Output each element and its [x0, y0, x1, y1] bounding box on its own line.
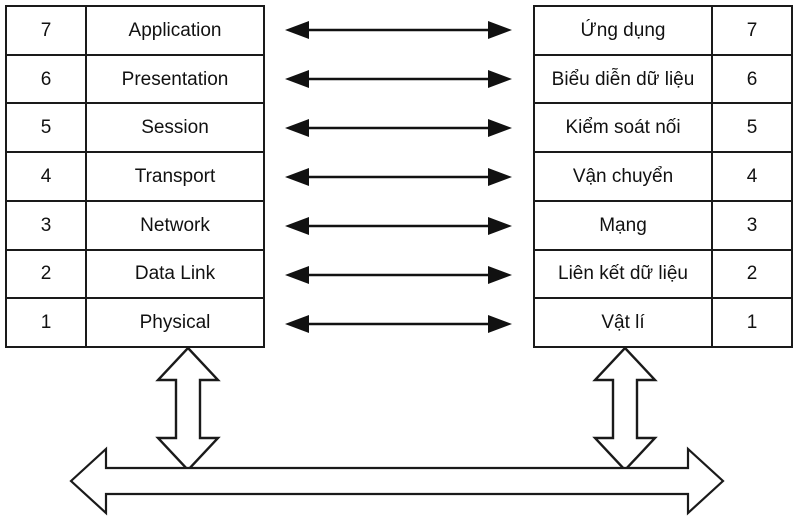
peer-arrow-layer-1 — [285, 313, 512, 335]
peer-arrow-layer-4 — [285, 166, 512, 188]
osi-layer-vi-label: Ứng dụng — [580, 19, 666, 41]
osi-layer-vi-number: 7 — [711, 7, 791, 54]
peer-arrow-layer-7 — [285, 19, 512, 41]
table-row: 3 Network — [7, 201, 263, 251]
peer-arrow-layer-3 — [285, 215, 512, 237]
osi-layer-vi-number: 6 — [711, 55, 791, 103]
osi-layer-en-number: 3 — [7, 201, 87, 249]
horizontal-double-arrow-medium-icon — [68, 446, 726, 516]
osi-layer-en-label: Data Link — [134, 263, 216, 285]
table-row: 4 Transport — [7, 153, 263, 202]
peer-arrow-layer-5 — [285, 117, 512, 139]
osi-layer-vi-number: 2 — [711, 250, 791, 298]
peer-arrow-layer-2 — [285, 264, 512, 286]
table-row: 5 Session — [7, 104, 263, 154]
osi-layer-vi-number: 3 — [711, 201, 791, 249]
table-row: 4 Vận chuyển — [535, 153, 791, 202]
osi-layer-en-label: Network — [140, 214, 210, 236]
table-row: 7 Application — [7, 7, 263, 56]
table-row: 7 Ứng dụng — [535, 7, 791, 56]
table-row: 3 Mạng — [535, 201, 791, 251]
osi-layer-vi-label: Biểu diễn dữ liệu — [551, 68, 695, 90]
osi-layer-en-label: Application — [128, 19, 222, 41]
osi-table-vietnamese: 7 Ứng dụng 6 Biểu diễn dữ liệu 5 Kiểm soát nố… — [533, 5, 793, 348]
osi-layer-vi-number: 4 — [711, 153, 791, 200]
osi-layer-vi-number: 5 — [711, 104, 791, 152]
table-row: 1 Vật lí — [535, 299, 791, 347]
osi-layer-en-number: 4 — [7, 153, 87, 200]
osi-layer-en-number: 7 — [7, 7, 87, 54]
osi-layer-en-label: Transport — [134, 166, 216, 188]
osi-layer-vi-number: 1 — [711, 299, 791, 347]
peer-arrow-layer-6 — [285, 68, 512, 90]
osi-layer-en-label: Presentation — [121, 68, 229, 90]
osi-layer-vi-label: Liên kết dữ liệu — [558, 263, 688, 285]
table-row: 2 Data Link — [7, 250, 263, 300]
osi-layer-en-label: Session — [141, 117, 209, 139]
osi-table-english: 7 Application 6 Presentation 5 Session 4 Transp… — [5, 5, 265, 348]
table-row: 2 Liên kết dữ liệu — [535, 250, 791, 300]
osi-layer-vi-label: Mạng — [599, 214, 647, 236]
table-row: 5 Kiểm soát nối — [535, 104, 791, 154]
table-row: 6 Presentation — [7, 55, 263, 105]
osi-layer-vi-label: Vật lí — [601, 312, 645, 334]
osi-layer-en-number: 2 — [7, 250, 87, 298]
osi-layer-en-number: 1 — [7, 299, 87, 347]
table-row: 6 Biểu diễn dữ liệu — [535, 55, 791, 105]
osi-layer-en-label: Physical — [139, 312, 211, 334]
osi-layer-vi-label: Kiểm soát nối — [565, 117, 681, 139]
osi-layer-en-number: 6 — [7, 55, 87, 103]
table-row: 1 Physical — [7, 299, 263, 347]
osi-layer-en-number: 5 — [7, 104, 87, 152]
osi-layer-vi-label: Vận chuyển — [572, 166, 674, 188]
